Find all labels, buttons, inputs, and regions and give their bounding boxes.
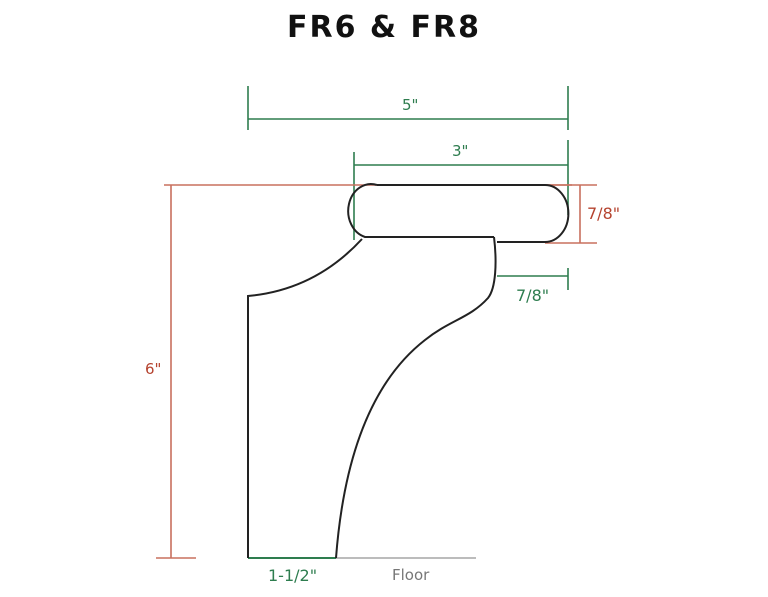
label-overall-width: 5" xyxy=(402,96,419,114)
profile-body xyxy=(247,236,497,559)
dimension-height xyxy=(156,184,572,559)
label-height: 6" xyxy=(145,360,162,378)
dimension-top-thickness xyxy=(545,184,597,244)
label-top-thickness: 7/8" xyxy=(587,204,621,223)
profile-top-bar xyxy=(347,183,570,243)
diagram-title: FR6 & FR8 xyxy=(287,10,481,45)
label-base-width: 1-1/2" xyxy=(268,566,318,585)
label-top-width: 3" xyxy=(452,142,469,160)
label-floor: Floor xyxy=(392,566,430,584)
dimension-top-width xyxy=(353,140,569,240)
label-overhang: 7/8" xyxy=(516,286,550,305)
dimension-overhang xyxy=(497,268,569,290)
dimension-overall-width xyxy=(247,86,569,130)
